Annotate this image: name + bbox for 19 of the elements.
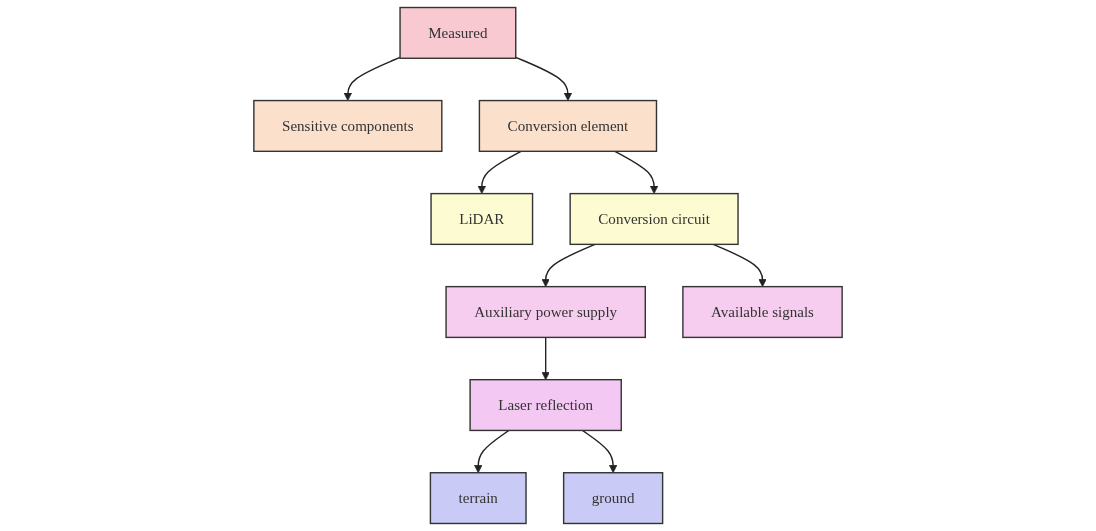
arrow — [581, 429, 618, 474]
node-box: ground — [562, 472, 664, 525]
arrow — [541, 243, 596, 287]
node-box: Available signals — [682, 285, 843, 339]
arrow — [343, 56, 401, 101]
node-box: Sensitive components — [253, 99, 443, 152]
node-box: terrain — [429, 472, 527, 525]
arrow — [474, 429, 510, 474]
node-box: Conversion element — [478, 99, 658, 152]
node-box: Conversion circuit — [569, 192, 739, 246]
node-box: LiDAR — [430, 192, 534, 246]
arrow — [712, 243, 767, 287]
arrow — [477, 150, 522, 194]
arrow — [515, 56, 573, 101]
arrow — [541, 336, 550, 381]
arrow — [614, 150, 659, 194]
node-box: Auxiliary power supply — [445, 285, 646, 339]
node-box: Laser reflection — [469, 379, 622, 432]
node-box: Measured — [399, 6, 517, 59]
